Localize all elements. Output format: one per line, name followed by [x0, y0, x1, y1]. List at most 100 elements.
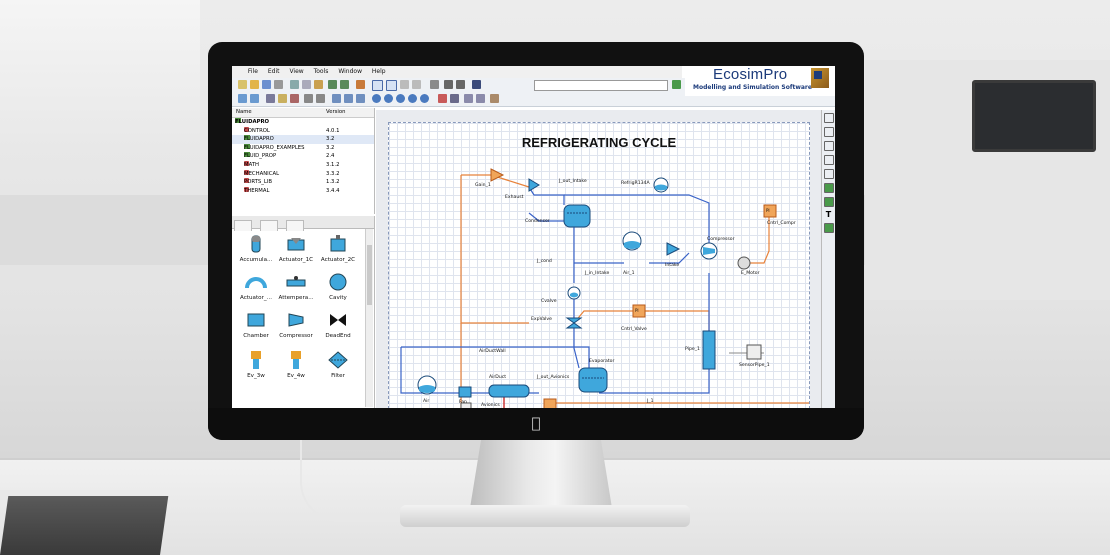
compressor-unit[interactable]	[700, 242, 718, 260]
paste-icon[interactable]	[314, 80, 323, 89]
undo-icon[interactable]	[328, 80, 337, 89]
zoom-fit-icon[interactable]	[396, 94, 405, 103]
snap-icon[interactable]	[344, 94, 353, 103]
menu-tools[interactable]: Tools	[313, 68, 329, 75]
fill-icon[interactable]	[823, 183, 834, 193]
tree-item-ports-lib[interactable]: PORTS_LIB 1.3.2	[232, 178, 374, 187]
palette-item-ev-3w[interactable]: Ev_3w	[236, 350, 276, 379]
paint-icon[interactable]	[278, 94, 287, 103]
delete-icon[interactable]	[290, 94, 299, 103]
step-icon[interactable]	[430, 80, 439, 89]
palette-item-accumulator[interactable]: Accumula...	[236, 234, 276, 263]
library-icon[interactable]	[356, 80, 365, 89]
exhaust-fan[interactable]	[528, 178, 540, 192]
tree-item-mechanical[interactable]: MECHANICAL 3.3.2	[232, 169, 374, 179]
align-icon[interactable]	[304, 94, 313, 103]
palette-tab-files[interactable]	[260, 220, 279, 231]
rotate-icon[interactable]	[438, 94, 447, 103]
stop-icon[interactable]	[456, 80, 465, 89]
edit-icon[interactable]	[266, 94, 275, 103]
pipe-unit[interactable]	[702, 330, 716, 370]
tree-item-fluid-prop[interactable]: FLUID_PROP 2.4	[232, 152, 374, 161]
tree-root[interactable]: FLUIDAPRO	[232, 118, 374, 127]
zoom-in-icon[interactable]	[372, 94, 381, 103]
image-icon[interactable]	[823, 197, 834, 207]
print-icon[interactable]	[274, 80, 283, 89]
bold-icon[interactable]	[316, 94, 325, 103]
polyline-icon[interactable]	[823, 155, 834, 165]
tree-header-name[interactable]: Name	[236, 109, 252, 115]
picture-icon[interactable]	[823, 223, 834, 233]
menu-file[interactable]: File	[247, 68, 258, 75]
gain-block[interactable]	[490, 168, 505, 182]
tree-item-control[interactable]: CONTROL 4.0.1	[232, 126, 374, 136]
menu-window[interactable]: Window	[338, 68, 362, 75]
ports-icon[interactable]	[250, 94, 259, 103]
palette-item-ev-4w[interactable]: Ev_4w	[276, 350, 316, 379]
menu-help[interactable]: Help	[371, 68, 386, 75]
flip-icon[interactable]	[450, 94, 459, 103]
back-arrow-icon[interactable]	[400, 80, 409, 89]
tree-item-fluidapro[interactable]: FLUIDAPRO 3.2	[232, 135, 374, 144]
forward-arrow-icon[interactable]	[412, 80, 421, 89]
fan-unit[interactable]	[458, 386, 472, 398]
intake-fan[interactable]	[666, 242, 681, 256]
select-icon[interactable]	[356, 94, 365, 103]
redo-icon[interactable]	[340, 80, 349, 89]
condenser-unit[interactable]	[563, 204, 591, 228]
connector-icon[interactable]	[823, 127, 834, 137]
open-folder-icon[interactable]	[250, 80, 259, 89]
palette-item-actuator-2c[interactable]: Actuator_2C	[318, 234, 358, 263]
line-icon[interactable]	[823, 141, 834, 151]
binoculars-icon[interactable]	[472, 80, 481, 89]
palette-item-filter[interactable]: Filter	[318, 350, 358, 379]
pi-controller-compr[interactable]	[763, 204, 777, 218]
sensor-pipe[interactable]	[746, 344, 762, 360]
copy-icon[interactable]	[302, 80, 311, 89]
cut-icon[interactable]	[290, 80, 299, 89]
shape-icon[interactable]	[823, 169, 834, 179]
go-icon[interactable]	[672, 80, 681, 89]
menu-edit[interactable]: Edit	[267, 68, 280, 75]
zoom-reset-icon[interactable]	[420, 94, 429, 103]
palette-item-actuator[interactable]: Actuator_...	[236, 272, 276, 301]
pointer-icon[interactable]	[823, 113, 834, 123]
evaporator-unit[interactable]	[578, 367, 608, 393]
diagram-sheet[interactable]: REFRIGERATING CYCLE	[388, 122, 810, 408]
palette-item-actuator-1c[interactable]: Actuator_1C	[276, 234, 316, 263]
airduct-unit[interactable]	[488, 384, 530, 398]
grid-icon[interactable]	[332, 94, 341, 103]
menu-view[interactable]: View	[289, 68, 304, 75]
palette-scrollbar[interactable]	[365, 229, 373, 407]
palette-item-attemperator[interactable]: Attempera...	[276, 272, 316, 301]
cvalve[interactable]	[567, 286, 581, 300]
palette-tab-models[interactable]	[286, 220, 305, 231]
air-source[interactable]	[417, 375, 437, 395]
connect-icon[interactable]	[238, 94, 247, 103]
palette-item-deadend[interactable]: DeadEnd	[318, 310, 358, 339]
pi-controller-valve[interactable]	[632, 304, 646, 318]
avionics-unit[interactable]	[460, 398, 557, 408]
palette-item-compressor[interactable]: Compressor	[276, 310, 316, 339]
text-tool-icon[interactable]: T	[825, 210, 832, 219]
tree-item-thermal[interactable]: THERMAL 3.4.4	[232, 186, 374, 196]
search-combobox[interactable]	[534, 80, 668, 91]
tree-header-version[interactable]: Version	[326, 109, 346, 115]
new-file-icon[interactable]	[238, 80, 247, 89]
layout-icon[interactable]	[372, 80, 383, 91]
diagram-canvas[interactable]: REFRIGERATING CYCLE	[376, 110, 821, 408]
properties-icon[interactable]	[490, 94, 499, 103]
palette-tab-components[interactable]	[234, 220, 252, 231]
tree-item-fluidapro-examples[interactable]: FLUIDAPRO_EXAMPLES 3.2	[232, 143, 374, 153]
tree-item-math[interactable]: MATH 3.1.2	[232, 160, 374, 170]
palette-item-cavity[interactable]: Cavity	[318, 272, 358, 301]
palette-item-chamber[interactable]: Chamber	[236, 310, 276, 339]
zoom-out-icon[interactable]	[384, 94, 393, 103]
scrollbar-thumb[interactable]	[367, 245, 372, 305]
layout-split-icon[interactable]	[386, 80, 397, 91]
save-icon[interactable]	[262, 80, 271, 89]
expansion-valve[interactable]	[565, 317, 583, 329]
zoom-area-icon[interactable]	[408, 94, 417, 103]
refrig-tank[interactable]	[653, 177, 669, 193]
play-icon[interactable]	[444, 80, 453, 89]
